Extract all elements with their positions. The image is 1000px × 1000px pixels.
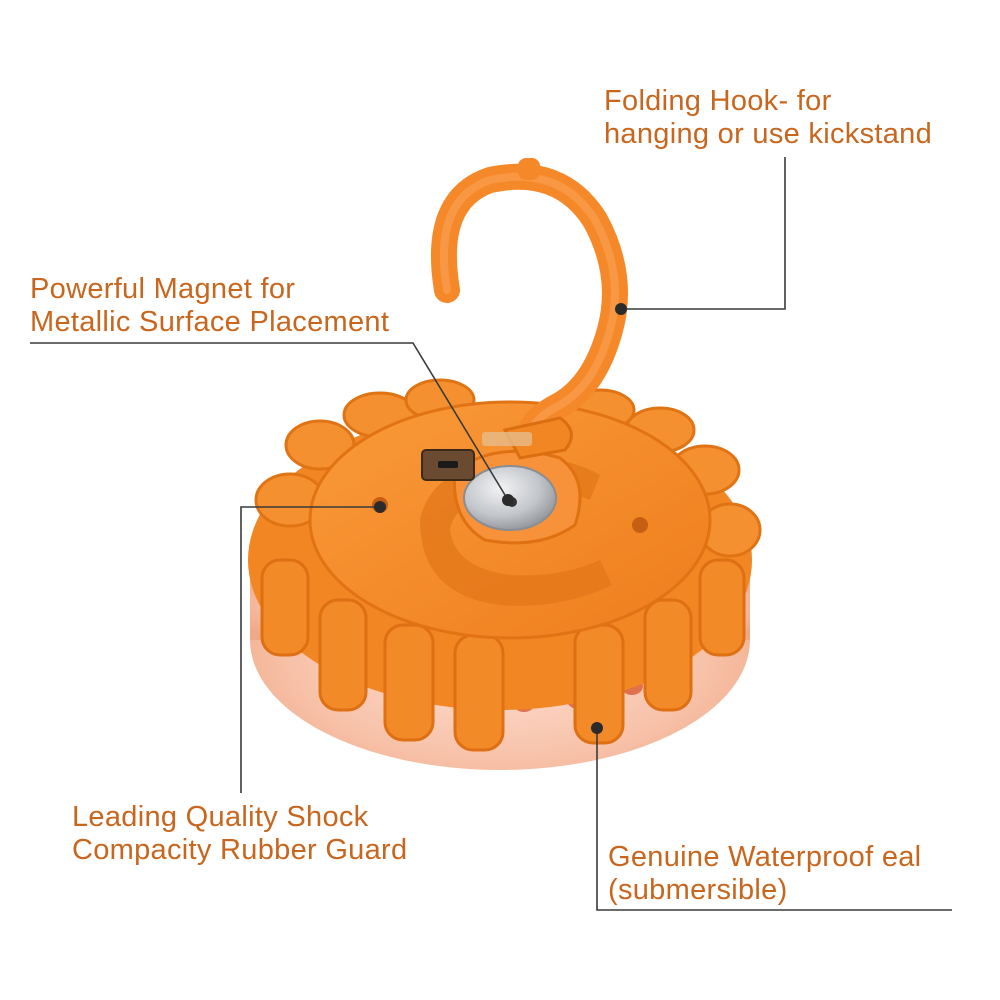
callout-rubber-guard: Leading Quality Shock Compacity Rubber G… xyxy=(72,801,407,867)
callout-guard-line-2: Compacity Rubber Guard xyxy=(72,834,408,866)
leader-line-seal xyxy=(596,728,952,911)
callout-folding-hook: Folding Hook- for hanging or use kicksta… xyxy=(604,85,932,151)
callout-waterproof-seal: Genuine Waterproof eal (submersible) xyxy=(608,841,921,907)
leader-dots xyxy=(374,303,627,734)
callout-magnet-line-1: Powerful Magnet for xyxy=(30,273,296,305)
callout-seal-line-1: Genuine Waterproof eal xyxy=(608,841,922,873)
leader-line-magnet xyxy=(30,342,509,501)
callout-magnet-line-2: Metallic Surface Placement xyxy=(30,306,390,338)
leader-line-guard xyxy=(240,506,380,793)
callout-guard-line-1: Leading Quality Shock xyxy=(72,801,369,833)
folding-hook xyxy=(431,158,628,460)
callout-seal-line-2: (submersible) xyxy=(608,874,788,906)
usb-port xyxy=(421,449,475,481)
callout-magnet: Powerful Magnet for Metallic Surface Pla… xyxy=(30,273,389,339)
leader-lines xyxy=(30,157,952,911)
callout-hook-line-2: hanging or use kickstand xyxy=(604,118,933,150)
callout-hook-line-1: Folding Hook- for xyxy=(604,85,832,117)
leader-line-hook xyxy=(621,157,786,310)
screw-hole-right xyxy=(632,517,648,533)
